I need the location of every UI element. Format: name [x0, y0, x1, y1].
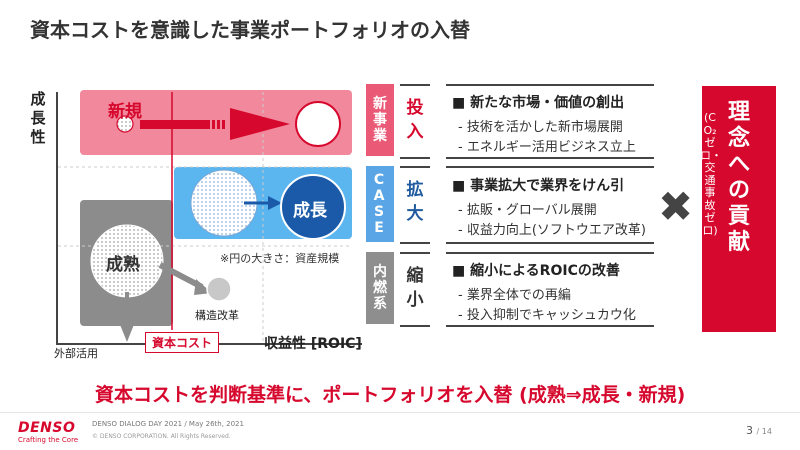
external-arrow-shaft — [125, 292, 129, 322]
new-arrow-head — [230, 108, 290, 140]
restructure-arrow — [158, 262, 204, 290]
new-arrow-shaft — [140, 120, 210, 129]
tag-ice: 内 燃 系 — [366, 252, 394, 324]
restructure-label: 構造改革 — [195, 309, 239, 322]
new-label: 新規 — [108, 102, 142, 122]
tag-case-text: C A S E — [373, 172, 387, 236]
heading-new-business: ■ 新たな市場・価値の創出 — [452, 95, 625, 111]
footer-divider — [0, 412, 800, 413]
action-invest: 投 入 — [406, 98, 424, 142]
event-label: DENSO DIALOG DAY 2021 / May 26th, 2021 — [92, 420, 244, 428]
external-use-label: 外部活用 — [54, 347, 98, 360]
new-start-circle — [116, 115, 134, 133]
contribution-main-text: 理念への貢献 — [722, 100, 756, 256]
mature-label: 成熟 — [106, 255, 140, 275]
contribution-main-label: 理念への貢献 — [727, 100, 750, 255]
tag-ice-text: 内 燃 系 — [373, 264, 387, 312]
divider — [446, 242, 654, 244]
y-axis-label: 成 長 性 — [30, 90, 46, 146]
divider — [446, 84, 654, 86]
page-number: 3 / 14 — [746, 424, 772, 437]
circle-size-note: ※円の大きさ：資産規模 — [220, 252, 340, 265]
divider — [400, 242, 430, 244]
page-current: 3 — [746, 424, 753, 437]
bullet: - 技術を活かした新市場展開 — [458, 120, 623, 135]
bullet: - 拡販・グローバル展開 — [458, 203, 597, 218]
external-arrow-head — [119, 322, 135, 342]
divider — [400, 252, 430, 254]
bullet: - 投入抑制でキャッシュカウ化 — [458, 308, 636, 323]
divider — [400, 166, 430, 168]
divider — [446, 252, 654, 254]
divider — [400, 157, 430, 159]
divider — [400, 325, 430, 327]
divider — [446, 157, 654, 159]
bullet: - 業界全体での再編 — [458, 288, 571, 303]
capital-cost-label: 資本コスト — [145, 332, 220, 353]
tag-new-business: 新 事 業 — [366, 84, 394, 156]
action-expand: 拡 大 — [406, 180, 424, 224]
brand-tagline: Crafting the Core — [18, 436, 79, 444]
bottom-message: 資本コストを判断基準に、ポートフォリオを入替 (成熟⇒成長・新規) — [95, 384, 686, 406]
page-title: 資本コストを意識した事業ポートフォリオの入替 — [30, 18, 470, 42]
bullet: - エネルギー活用ビジネス立上 — [458, 140, 636, 155]
action-shrink: 縮 小 — [406, 266, 424, 310]
heading-ice: ■ 縮小によるROICの改善 — [452, 263, 620, 279]
page-total: / 14 — [756, 427, 772, 436]
divider — [400, 84, 430, 86]
tag-new-business-text: 新 事 業 — [373, 96, 387, 144]
denso-logo: DENSO — [18, 420, 76, 436]
y-axis — [56, 92, 58, 345]
divider — [446, 166, 654, 168]
growth-target-circle — [280, 174, 346, 240]
bullet: - 収益力向上(ソフトウエア改革) — [458, 223, 646, 238]
new-target-circle — [295, 101, 341, 147]
heading-case: ■ 事業拡大で業界をけん引 — [452, 178, 625, 194]
growth-label: 成長 — [293, 201, 327, 221]
contribution-sub-text: (CO₂ゼロ・交通事故ゼロ) — [700, 111, 722, 237]
copyright: © DENSO CORPORATION. All Rights Reserved… — [92, 433, 231, 440]
tag-case: C A S E — [366, 166, 394, 242]
divider — [446, 325, 654, 327]
x-axis-label: 収益性 [ROIC] — [264, 336, 362, 352]
contribution-box — [702, 86, 776, 332]
multiply-icon: ✖ — [658, 182, 694, 231]
growth-arrow-head — [268, 196, 282, 210]
contribution-sub-label: (CO₂ゼロ・交通事故ゼロ) — [700, 111, 722, 237]
restructure-circle — [206, 276, 232, 302]
